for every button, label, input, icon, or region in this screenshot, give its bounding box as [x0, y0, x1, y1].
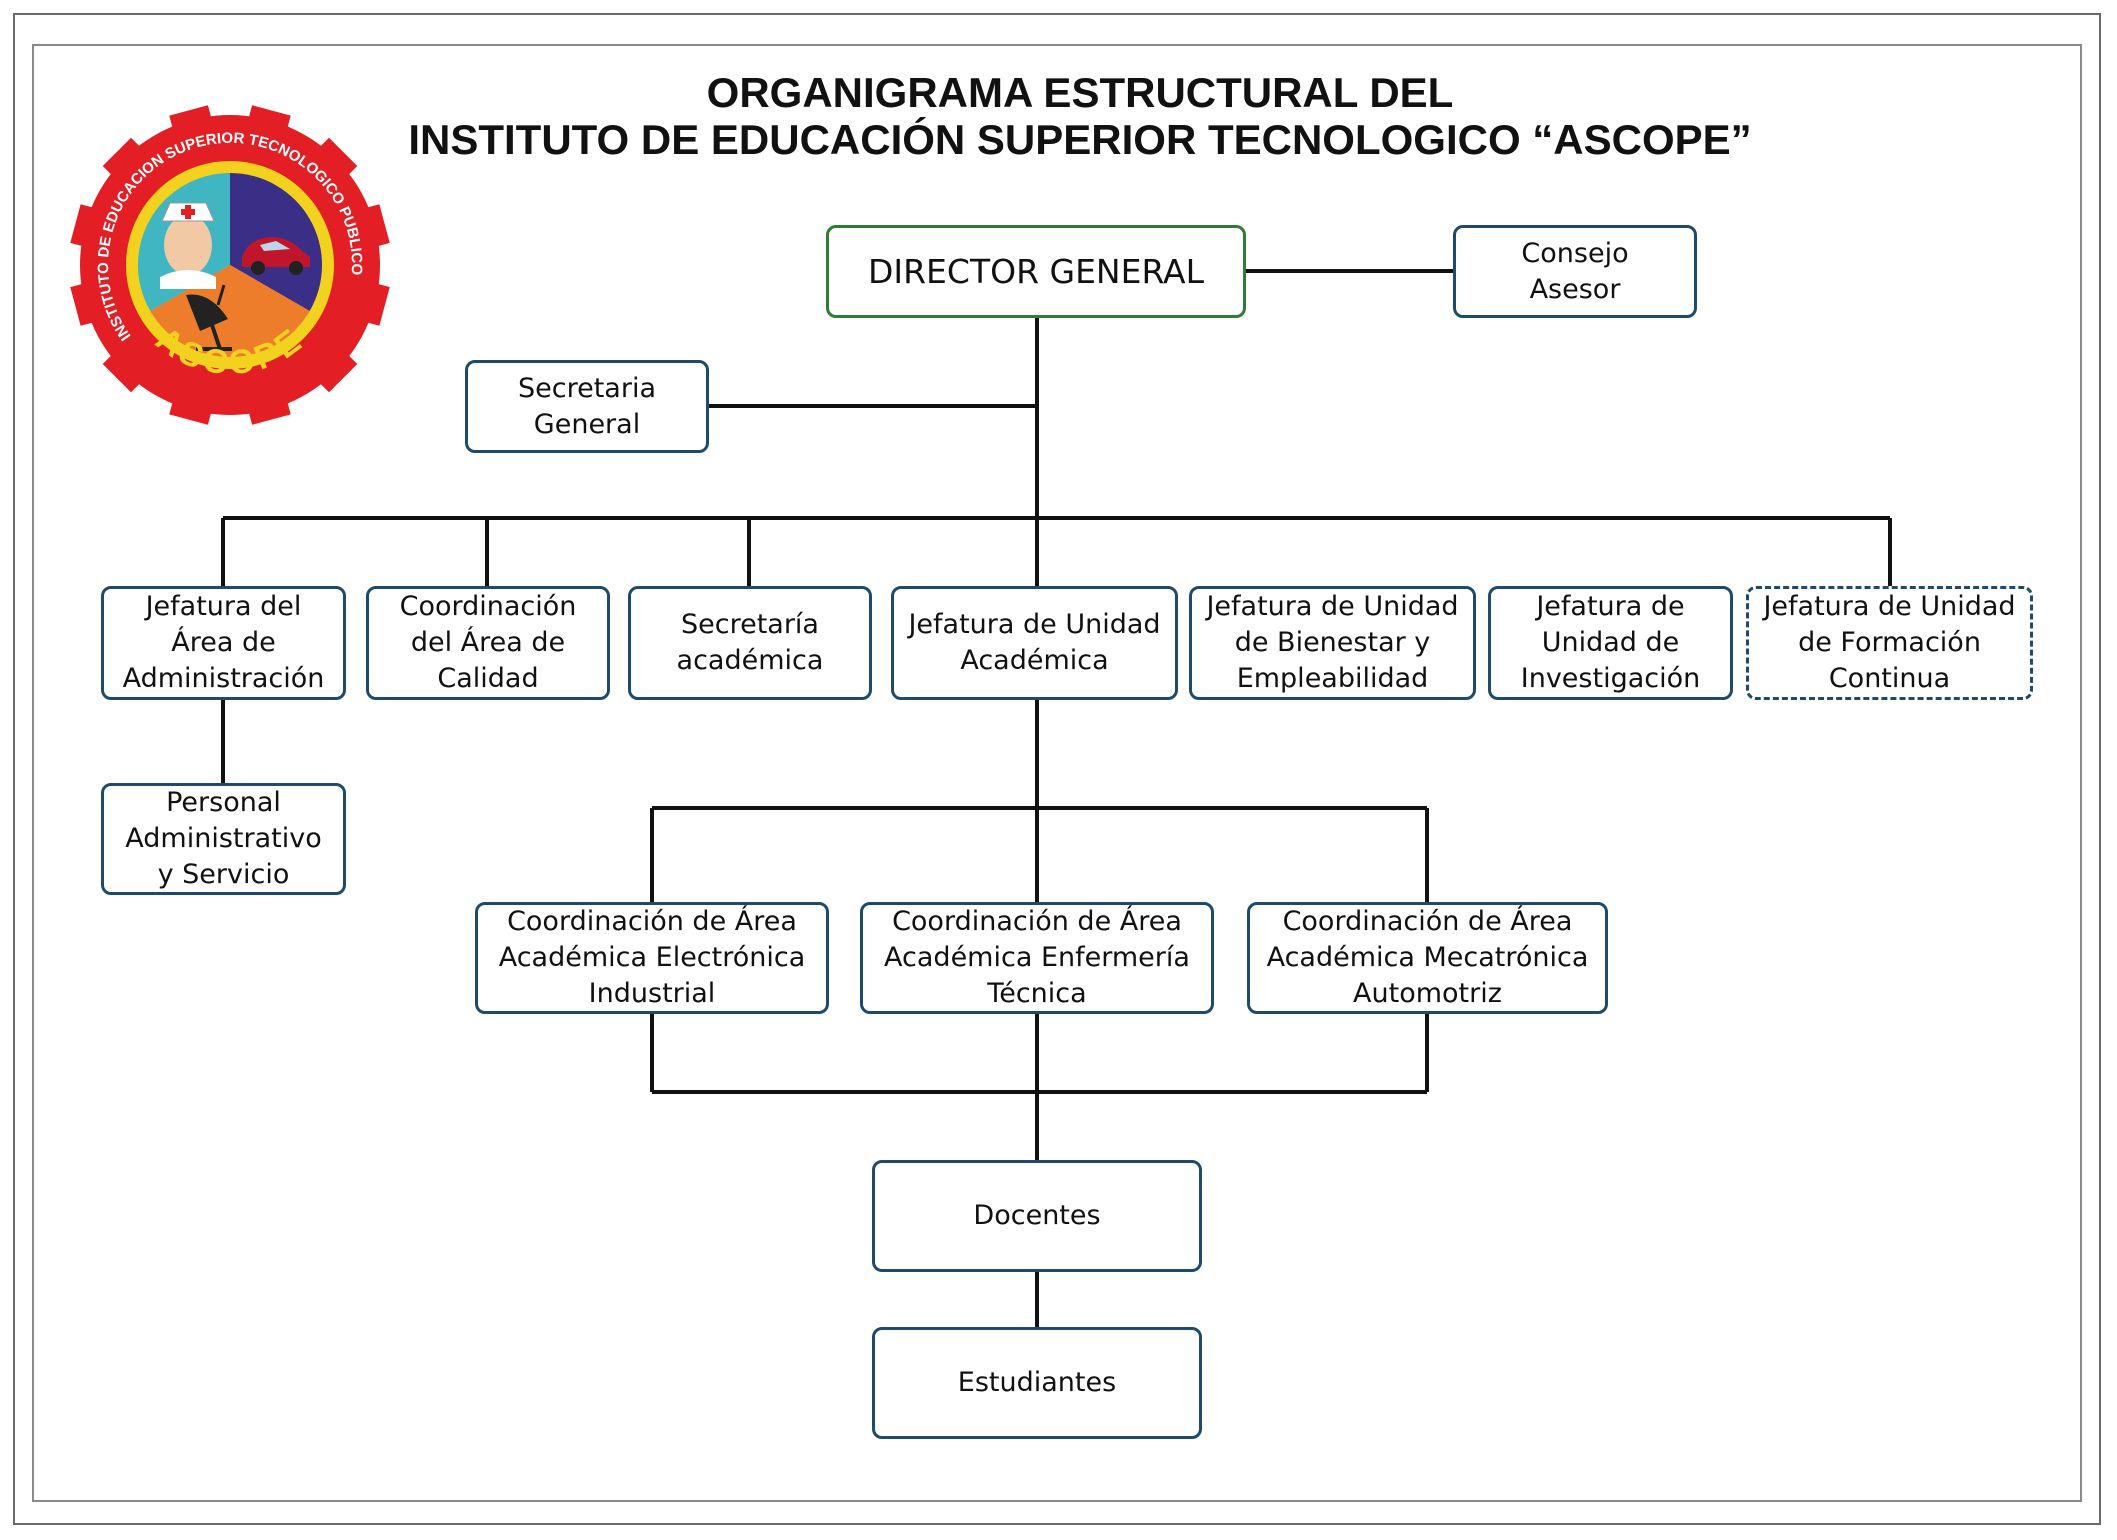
car-icon	[242, 237, 310, 275]
coordinacion-calidad-box: Coordinación del Área de Calidad	[366, 586, 610, 700]
antenna-icon	[186, 284, 232, 351]
jefatura-academica-box: Jefatura de Unidad Académica	[891, 586, 1178, 700]
jefatura-administracion-box: Jefatura del Área de Administración	[101, 586, 346, 700]
jefatura-investigacion-box: Jefatura de Unidad de Investigación	[1488, 586, 1733, 700]
personal-administrativo-box: Personal Administrativo y Servicio	[101, 783, 346, 895]
coordinacion-mecatronica-box: Coordinación de Área Académica Mecatróni…	[1247, 902, 1608, 1014]
coordinacion-electronica-box: Coordinación de Área Académica Electróni…	[475, 902, 829, 1014]
chart-title-line-2: INSTITUTO DE EDUCACIÓN SUPERIOR TECNOLOG…	[408, 116, 1752, 163]
secretaria-general-box: Secretaria General	[465, 360, 709, 453]
outer-frame	[13, 13, 2101, 1525]
consejo-asesor-box: Consejo Asesor	[1453, 225, 1697, 318]
jefatura-bienestar-box: Jefatura de Unidad de Bienestar y Emplea…	[1189, 586, 1476, 700]
secretaria-academica-box: Secretaría académica	[628, 586, 872, 700]
nurse-icon	[160, 202, 216, 289]
director-general-box: DIRECTOR GENERAL	[826, 225, 1246, 318]
inner-frame	[32, 44, 2082, 1502]
estudiantes-box: Estudiantes	[872, 1327, 1202, 1439]
chart-title-line-1: ORGANIGRAMA ESTRUCTURAL DEL	[706, 69, 1454, 116]
jefatura-formacion-box: Jefatura de Unidad de Formación Continua	[1746, 586, 2033, 700]
docentes-box: Docentes	[872, 1160, 1202, 1272]
coordinacion-enfermeria-box: Coordinación de Área Académica Enfermerí…	[860, 902, 1214, 1014]
ascope-logo: INSTITUTO DE EDUCACION SUPERIOR TECNOLOG…	[70, 105, 390, 425]
